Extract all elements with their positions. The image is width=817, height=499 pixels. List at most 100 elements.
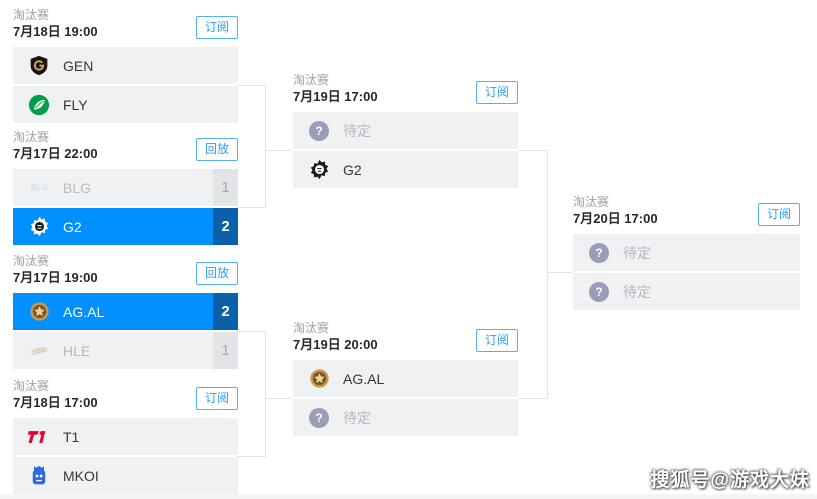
match-header: 淘汰赛 7月19日 20:00 订阅 xyxy=(293,321,518,360)
team-row-t1[interactable]: T1 xyxy=(13,418,238,455)
match-rows: GEN FLY xyxy=(13,47,238,123)
connector-line xyxy=(237,331,265,332)
agal-logo-icon xyxy=(28,301,50,323)
connector-line xyxy=(265,331,266,457)
subscribe-button[interactable]: 订阅 xyxy=(758,203,800,226)
match-header: 淘汰赛 7月19日 17:00 订阅 xyxy=(293,73,518,112)
agal-logo-icon xyxy=(308,368,330,390)
match-date: 7月17日 22:00 xyxy=(13,146,98,161)
connector-line xyxy=(237,456,265,457)
match-date: 7月17日 19:00 xyxy=(13,270,98,285)
connector-line xyxy=(237,85,265,86)
connector-line xyxy=(265,398,293,399)
team-name: AG.AL xyxy=(63,303,105,320)
page-bottom-strip xyxy=(0,494,817,499)
match-qf4: 淘汰赛 7月18日 17:00 订阅 T1 MKOI xyxy=(13,379,238,494)
replay-button[interactable]: 回放 xyxy=(196,262,238,285)
blg-logo-icon: BLG xyxy=(30,183,48,192)
match-date: 7月20日 17:00 xyxy=(573,211,658,226)
match-header: 淘汰赛 7月20日 17:00 订阅 xyxy=(573,195,800,234)
gen-logo-icon xyxy=(28,55,50,77)
team-row-fly[interactable]: FLY xyxy=(13,86,238,123)
team-name: 待定 xyxy=(623,283,651,300)
team-row-tbd[interactable]: ? 待定 xyxy=(293,112,518,149)
mkoi-logo-icon xyxy=(28,465,50,487)
hle-logo-icon xyxy=(28,340,50,362)
fly-logo-icon xyxy=(28,94,50,116)
match-date: 7月18日 19:00 xyxy=(13,24,98,39)
subscribe-button[interactable]: 订阅 xyxy=(476,329,518,352)
connector-line xyxy=(518,398,547,399)
match-header: 淘汰赛 7月17日 22:00 回放 xyxy=(13,130,238,169)
match-header: 淘汰赛 7月17日 19:00 回放 xyxy=(13,254,238,293)
team-name: AG.AL xyxy=(343,370,385,387)
match-rows: AG.AL 2 HLE 1 xyxy=(13,293,238,369)
match-qf3: 淘汰赛 7月17日 19:00 回放 AG.AL 2 HLE 1 xyxy=(13,254,238,369)
stage-label: 淘汰赛 xyxy=(293,321,330,335)
match-header: 淘汰赛 7月18日 17:00 订阅 xyxy=(13,379,238,418)
team-name: G2 xyxy=(63,218,82,235)
team-name: G2 xyxy=(343,161,362,178)
subscribe-button[interactable]: 订阅 xyxy=(476,81,518,104)
match-date: 7月19日 17:00 xyxy=(293,89,378,104)
tbd-question-icon: ? xyxy=(588,281,610,303)
sohu-watermark: 搜狐号@游戏大妹 xyxy=(650,470,810,491)
score-cell: 2 xyxy=(213,208,238,245)
match-rows: AG.AL ? 待定 xyxy=(293,360,518,436)
connector-line xyxy=(547,150,548,399)
team-name: BLG xyxy=(63,179,92,196)
team-name: 待定 xyxy=(343,409,371,426)
stage-label: 淘汰赛 xyxy=(13,130,50,144)
replay-button[interactable]: 回放 xyxy=(196,138,238,161)
g2-logo-icon xyxy=(28,216,50,238)
team-name: GEN xyxy=(63,57,94,74)
tbd-question-icon: ? xyxy=(588,242,610,264)
team-row-tbd[interactable]: ? 待定 xyxy=(573,234,800,271)
match-date: 7月19日 20:00 xyxy=(293,337,378,352)
team-name: T1 xyxy=(63,428,80,445)
team-row-g2[interactable]: G2 2 xyxy=(13,208,238,245)
tbd-question-icon: ? xyxy=(308,120,330,142)
score-cell: 1 xyxy=(213,332,238,369)
connector-line xyxy=(265,85,266,208)
team-row-agal[interactable]: AG.AL xyxy=(293,360,518,397)
team-row-blg[interactable]: BLG BLG 1 xyxy=(13,169,238,206)
team-row-mkoi[interactable]: MKOI xyxy=(13,457,238,494)
match-rows: BLG BLG 1 G2 2 xyxy=(13,169,238,245)
t1-logo-icon xyxy=(28,426,50,448)
stage-label: 淘汰赛 xyxy=(293,73,330,87)
stage-label: 淘汰赛 xyxy=(13,8,50,22)
tbd-question-icon: ? xyxy=(308,407,330,429)
team-row-tbd[interactable]: ? 待定 xyxy=(573,273,800,310)
connector-line xyxy=(547,272,573,273)
match-sf2: 淘汰赛 7月19日 20:00 订阅 AG.AL ? 待定 xyxy=(293,321,518,436)
stage-label: 淘汰赛 xyxy=(573,195,610,209)
team-name: MKOI xyxy=(63,467,99,484)
team-row-agal[interactable]: AG.AL 2 xyxy=(13,293,238,330)
connector-line xyxy=(265,150,293,151)
team-name: FLY xyxy=(63,96,88,113)
team-row-gen[interactable]: GEN xyxy=(13,47,238,84)
stage-label: 淘汰赛 xyxy=(13,254,50,268)
team-row-tbd[interactable]: ? 待定 xyxy=(293,399,518,436)
team-row-hle[interactable]: HLE 1 xyxy=(13,332,238,369)
match-qf2: 淘汰赛 7月17日 22:00 回放 BLG BLG 1 G2 2 xyxy=(13,130,238,245)
team-name: 待定 xyxy=(343,122,371,139)
g2-logo-icon xyxy=(308,159,330,181)
team-row-g2[interactable]: G2 xyxy=(293,151,518,188)
match-rows: ? 待定 ? 待定 xyxy=(573,234,800,310)
subscribe-button[interactable]: 订阅 xyxy=(196,387,238,410)
stage-label: 淘汰赛 xyxy=(13,379,50,393)
subscribe-button[interactable]: 订阅 xyxy=(196,16,238,39)
match-rows: ? 待定 G2 xyxy=(293,112,518,188)
match-final: 淘汰赛 7月20日 17:00 订阅 ? 待定 ? 待定 xyxy=(573,195,800,310)
match-header: 淘汰赛 7月18日 19:00 订阅 xyxy=(13,8,238,47)
team-name: HLE xyxy=(63,342,91,359)
score-cell: 2 xyxy=(213,293,238,330)
match-date: 7月18日 17:00 xyxy=(13,395,98,410)
team-name: 待定 xyxy=(623,244,651,261)
connector-line xyxy=(518,150,547,151)
match-qf1: 淘汰赛 7月18日 19:00 订阅 GEN FLY xyxy=(13,8,238,123)
match-rows: T1 MKOI xyxy=(13,418,238,494)
